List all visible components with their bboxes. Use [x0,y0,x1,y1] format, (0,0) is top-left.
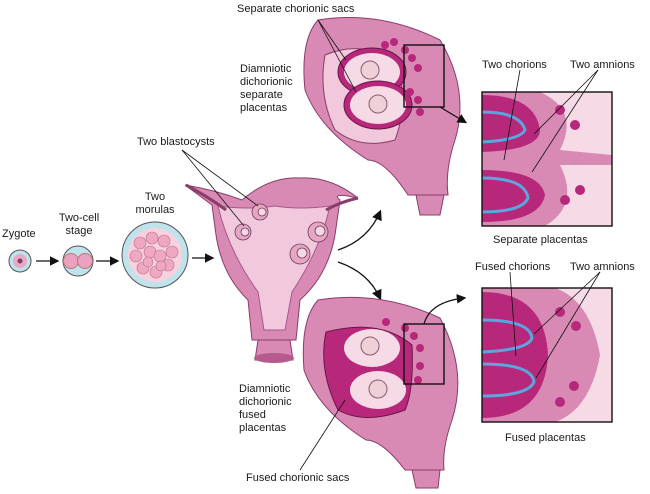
label-diamniotic-separate-line-4: placentas [240,102,288,114]
label-diamniotic-separate-line-1: Diamniotic [240,63,292,75]
leader-separate-sacs-a [317,19,347,61]
zoom-box-top [403,44,445,108]
label-diamniotic-separate-line-2: dichorionic [240,76,293,88]
label-diamniotic-fused-line-1: Diamniotic [239,383,291,395]
leader-blastocysts-a [181,149,259,207]
arrow-branch-up [337,209,382,251]
leader-two-amnions-top-b [531,69,599,173]
label-diamniotic-separate-line-3: separate [240,89,283,101]
label-two-amnions-bottom: Two amnions [570,261,635,273]
uterus [184,177,359,363]
arrow-branch-down [337,261,382,301]
label-diamniotic-separate: Diamniotic dichorionic separate placenta… [240,63,312,115]
zoom-arrow-bottom [423,294,467,325]
label-fused-chorions: Fused chorions [475,261,551,273]
label-two-morulas-line-1: Two [144,191,166,203]
leader-two-chorions [503,69,521,161]
leader-separate-sacs-b [317,19,357,93]
leader-fused-sacs [299,399,346,471]
label-two-chorions: Two chorions [482,59,547,71]
label-diamniotic-fused: Diamniotic dichorionic fused placentas [239,383,311,435]
label-fused-placentas: Fused placentas [505,432,586,444]
label-diamniotic-fused-line-4: placentas [239,422,287,434]
two-cell-embryo [62,245,94,277]
label-two-cell-line-1: Two-cell [58,212,100,224]
label-fused-chorionic-sacs: Fused chorionic sacs [246,472,350,484]
label-diamniotic-fused-line-2: dichorionic [239,396,292,408]
label-two-amnions-top: Two amnions [570,59,635,71]
leader-two-amnions-bottom-a [533,271,601,335]
leader-two-amnions-bottom-b [535,271,601,379]
label-separate-chorionic-sacs: Separate chorionic sacs [237,3,355,15]
label-two-cell-stage: Two-cell stage [56,212,102,238]
label-two-morulas: Two morulas [130,191,180,217]
detail-fused-placentas [481,287,613,423]
detail-separate-placentas [481,91,613,227]
leader-two-amnions-top-a [533,69,599,135]
leader-blastocysts-b [181,149,245,227]
uterus-fused-placentas [302,296,459,489]
label-diamniotic-fused-line-3: fused [239,409,266,421]
label-two-blastocysts: Two blastocysts [137,136,215,148]
label-separate-placentas: Separate placentas [493,234,588,246]
label-zygote: Zygote [2,228,36,240]
label-two-morulas-line-2: morulas [135,204,175,216]
leader-fused-chorions [509,271,517,357]
zoom-arrow-top [439,106,468,124]
two-morulas [121,221,189,289]
zygote-cell [8,249,32,273]
label-two-cell-line-2: stage [65,225,93,237]
uterus-separate-placentas [303,17,461,216]
